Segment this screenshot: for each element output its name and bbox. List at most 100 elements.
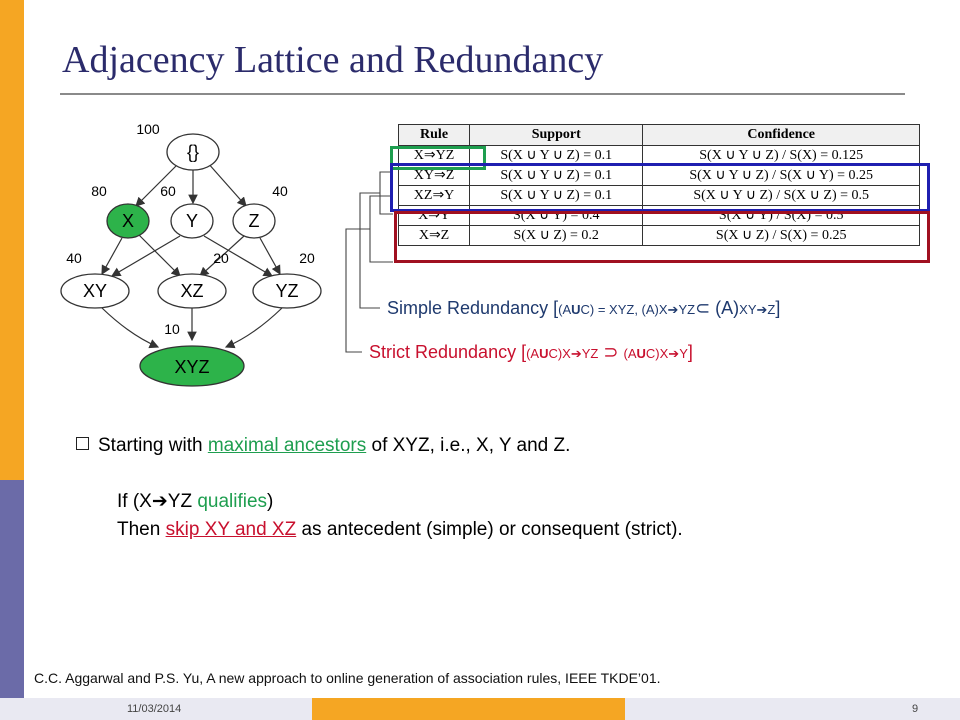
strict-part-c: YZ [581,346,599,361]
count-yz: 20 [299,250,315,266]
highlight-box-blue [390,163,930,212]
skip-xy-xz-link[interactable]: skip XY and XZ [165,519,297,540]
table-row: X⇒Z S(X ∪ Z) = 0.2 S(X ∪ Z) / S(X) = 0.2… [397,225,920,246]
simple-part-a: (A [558,302,572,317]
edge-yz-xyz [224,307,283,349]
node-xz [157,273,227,309]
cell-support: S(X ∪ Y ∪ Z) = 0.1 [469,185,644,206]
highlight-box-red [394,211,930,263]
simple-title: Simple Redundancy [ [387,298,559,318]
edge-x-xz [137,233,181,277]
node-yz-label: YZ [275,281,298,301]
highlight-box-green [390,146,486,170]
title-divider [60,93,905,95]
strict-union-2: U [636,346,646,361]
then-pre: Then [117,519,166,540]
node-root-label: {} [187,142,199,162]
node-z-label: Z [249,211,260,231]
strict-end: ] [687,342,693,362]
footer-date: 11/03/2014 [127,703,182,715]
node-y [170,203,214,239]
table-row: XY⇒Z S(X ∪ Y ∪ Z) = 0.1 S(X ∪ Y ∪ Z) / S… [397,165,920,186]
arrow-icon: ➔ [756,302,768,317]
strict-part-e: (A [623,346,637,361]
table-row: X⇒YZ S(X ∪ Y ∪ Z) = 0.1 S(X ∪ Y ∪ Z) / S… [397,145,920,166]
node-xyz [139,345,245,387]
strict-part-b: C)X [548,346,571,361]
simple-part-b: C) = XYZ, (A) [580,302,659,317]
edge-root-z [206,161,247,207]
cell-confidence: S(X ∪ Y ∪ Z) / S(X) = 0.125 [642,145,920,166]
then-post: as antecedent (simple) or consequent (st… [296,519,683,540]
count-z: 40 [272,183,288,199]
arrow-icon: ➔ [151,491,168,512]
edge-y-yz [203,235,274,277]
maximal-ancestors-link[interactable]: maximal ancestors [207,435,367,456]
simple-end: ] [775,298,781,318]
node-x-label: X [122,211,134,231]
node-x [106,203,150,239]
strict-union-1: U [539,346,549,361]
cell-confidence: S(X ∪ Y ∪ Z) / S(X ∪ Y) = 0.25 [642,165,920,186]
simple-bracket [359,171,393,309]
if-post: ) [267,491,274,512]
node-root [166,133,220,171]
simple-union: U [571,302,581,317]
edge-z-yz [259,237,281,276]
cell-confidence: S(X ∪ Z) / S(X) = 0.25 [642,225,920,246]
bullet-pre: Starting with [98,435,208,456]
edge-root-x [135,161,181,207]
node-yz [252,273,322,309]
if-pre: If (X [117,491,152,512]
table-header-row: Rule Support Confidence [397,124,920,146]
edge-y-xy [110,235,181,277]
count-xyz: 10 [164,321,180,337]
count-xz: 20 [213,250,229,266]
then-action-line: Then skip XY and XZ as antecedent (simpl… [117,519,683,541]
count-y: 60 [160,183,176,199]
node-z [232,203,276,239]
accent-bar-blue [0,480,24,720]
simple-part-f: XY [739,302,757,317]
if-condition-line: If (X➔YZ qualifies) [117,490,273,513]
square-bullet-icon [76,437,89,450]
cell-support: S(X ∪ Z) = 0.2 [469,225,644,246]
accent-bar-orange [0,0,24,480]
simple-part-c: X [658,302,668,317]
footer-center [312,698,625,720]
node-y-label: Y [186,211,198,231]
strict-title: Strict Redundancy [ [369,342,527,362]
node-xy-label: XY [83,281,107,301]
table-row: XZ⇒Y S(X ∪ Y ∪ Z) = 0.1 S(X ∪ Y ∪ Z) / S… [397,185,920,206]
qualifies-text: qualifies [197,491,268,512]
edge-z-xz [199,235,245,277]
page-number: 9 [912,703,919,715]
cell-rule: X⇒YZ [397,145,471,166]
bullet-post: of XYZ, i.e., X, Y and Z. [366,435,571,456]
header-confidence: Confidence [642,124,920,146]
footer-right [625,698,960,720]
footer-left [0,698,312,720]
simple-part-d: YZ [678,302,696,317]
count-xy: 40 [66,250,82,266]
bullet-starting-ancestors: Starting with maximal ancestors of XYZ, … [76,435,570,457]
strict-part-a: (A [526,346,540,361]
simple-redundancy-label: Simple Redundancy [(AUC) = XYZ, (A)X➔YZ⊂… [387,298,780,319]
simple-part-g: Z [767,302,776,317]
count-x: 80 [91,183,107,199]
node-xy [60,273,130,309]
strict-part-d: ⊃ [603,342,619,362]
strict-redundancy-label: Strict Redundancy [(AUC)X➔YZ ⊃ (AUC)X➔Y] [369,342,693,363]
count-root: 100 [136,121,160,137]
node-xz-label: XZ [180,281,203,301]
strict-bracket [345,195,393,353]
simple-part-e: ⊂ (A) [695,298,740,318]
arrow-icon: ➔ [667,302,679,317]
header-support: Support [469,124,644,146]
arrow-icon: ➔ [570,346,582,361]
slide-title: Adjacency Lattice and Redundancy [62,39,604,81]
edge-xy-xyz [101,307,160,349]
header-rule: Rule [397,124,471,146]
strict-part-f: C)X [645,346,669,361]
